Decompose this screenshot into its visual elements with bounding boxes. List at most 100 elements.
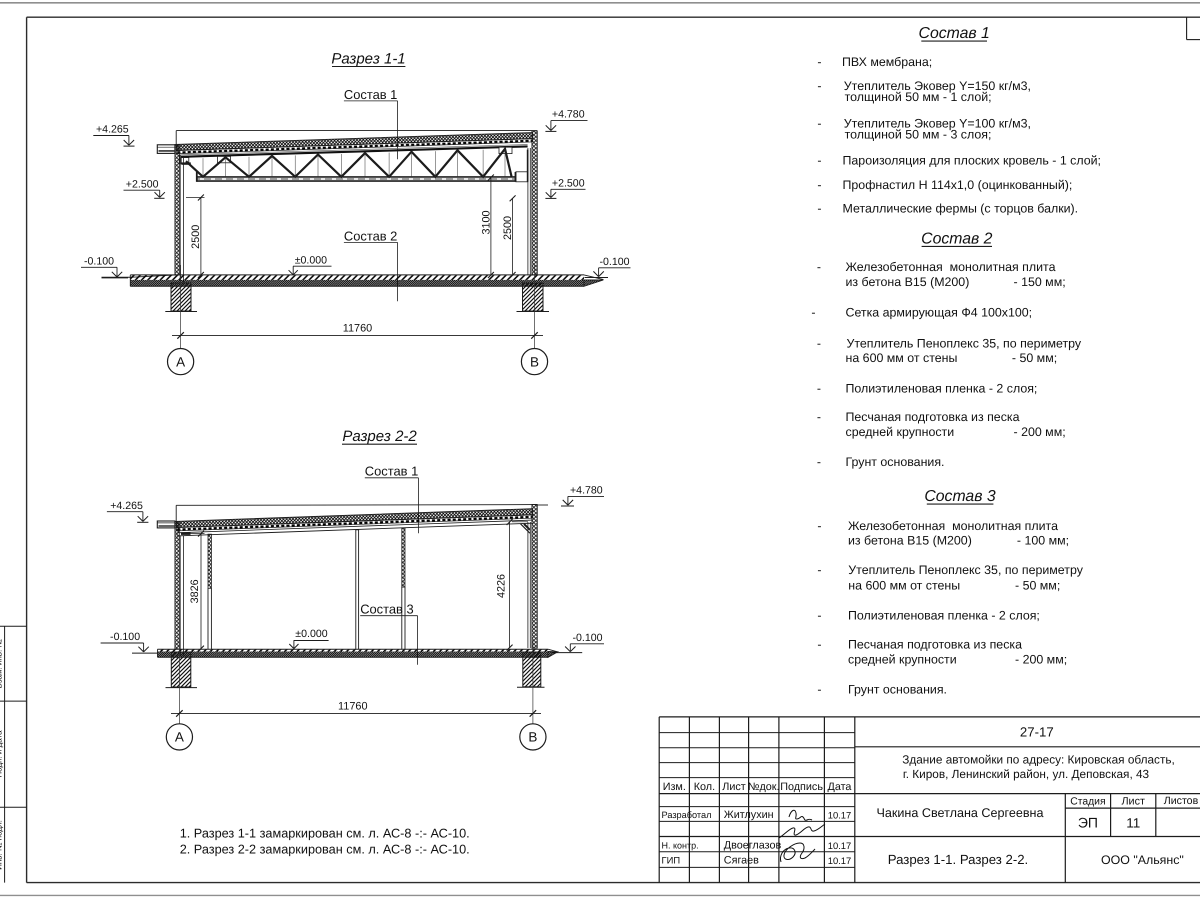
svg-text:4226: 4226 [495, 574, 507, 598]
svg-text:средней крупности: средней крупности [848, 652, 957, 666]
svg-text:-: - [817, 382, 821, 396]
svg-text:Кол.: Кол. [694, 781, 715, 793]
svg-text:-: - [817, 637, 821, 651]
svg-text:Лист: Лист [722, 781, 746, 793]
svg-text:Утеплитель Пеноплекс 35, по пе: Утеплитель Пеноплекс 35, по периметру [847, 336, 1082, 350]
svg-text:Житлухин: Житлухин [724, 809, 774, 821]
svg-text:-: - [817, 608, 821, 622]
svg-text:Разрез 2-2: Разрез 2-2 [342, 428, 417, 445]
svg-text:-: - [817, 336, 821, 350]
svg-text:Подп. и дата: Подп. и дата [0, 730, 4, 778]
svg-text:Н. контр.: Н. контр. [662, 840, 699, 850]
svg-text:+4.265: +4.265 [110, 500, 143, 512]
svg-text:толщиной 50 мм - 3 слоя;: толщиной 50 мм - 3 слоя; [845, 128, 992, 142]
svg-text:А: А [175, 730, 184, 745]
svg-text:Листов: Листов [1164, 795, 1199, 807]
svg-text:В: В [530, 354, 539, 369]
svg-text:-0.100: -0.100 [600, 256, 630, 268]
svg-text:Профнастил Н 114х1,0 (оцинкова: Профнастил Н 114х1,0 (оцинкованный); [843, 178, 1073, 192]
svg-text:- 200 мм;: - 200 мм; [1014, 425, 1066, 439]
svg-text:ЭП: ЭП [1078, 814, 1098, 830]
svg-text:Состав 1: Состав 1 [365, 464, 418, 479]
svg-text:Песчаная подготовка из песка: Песчаная подготовка из песка [848, 637, 1022, 651]
svg-text:Разрез 1-1. Разрез 2-2.: Разрез 1-1. Разрез 2-2. [888, 852, 1028, 867]
svg-text:-: - [817, 178, 821, 192]
svg-text:- 150 мм;: - 150 мм; [1014, 275, 1066, 289]
svg-text:-: - [817, 563, 821, 577]
svg-text:Состав 1: Состав 1 [344, 87, 397, 102]
svg-text:Металлические фермы (с торцов: Металлические фермы (с торцов балки). [843, 202, 1079, 216]
svg-text:2500: 2500 [502, 216, 514, 240]
svg-text:Полиэтиленовая пленка - 2 слоя: Полиэтиленовая пленка - 2 слоя; [846, 382, 1038, 396]
svg-text:Изм.: Изм. [663, 781, 686, 793]
svg-text:Песчаная подготовка из песка: Песчаная подготовка из песка [846, 410, 1020, 424]
svg-text:Сягаев: Сягаев [724, 855, 759, 867]
svg-text:Полиэтиленовая пленка - 2 слоя: Полиэтиленовая пленка - 2 слоя; [848, 608, 1040, 622]
svg-text:10.17: 10.17 [828, 809, 851, 820]
svg-text:№док.: №док. [748, 781, 780, 793]
svg-text:ООО "Альянс": ООО "Альянс" [1101, 853, 1184, 867]
svg-text:11: 11 [1126, 816, 1140, 831]
svg-text:Утеплитель Эковер Y=150 кг/м3,: Утеплитель Эковер Y=150 кг/м3, [844, 79, 1031, 93]
svg-text:3100: 3100 [480, 210, 492, 234]
svg-text:Разработал: Разработал [662, 810, 712, 820]
svg-text:+2.500: +2.500 [552, 177, 585, 189]
svg-text:толщиной 50 мм - 1 слой;: толщиной 50 мм - 1 слой; [845, 90, 992, 104]
svg-text:- 50 мм;: - 50 мм; [1012, 351, 1057, 365]
svg-text:из бетона В15 (М200): из бетона В15 (М200) [848, 533, 972, 547]
svg-text:-: - [817, 116, 821, 130]
svg-text:-0.100: -0.100 [110, 631, 140, 643]
svg-text:Сетка армирующая Ф4 100х100;: Сетка армирующая Ф4 100х100; [846, 306, 1033, 320]
svg-text:Утеплитель Пеноплекс 35, по пе: Утеплитель Пеноплекс 35, по периметру [848, 563, 1083, 577]
svg-text:-: - [817, 79, 821, 93]
svg-text:Железобетонная монолитная пли: Железобетонная монолитная плита [846, 260, 1056, 274]
svg-text:+2.500: +2.500 [126, 178, 159, 190]
svg-text:- 100 мм;: - 100 мм; [1017, 533, 1069, 547]
svg-text:Состав 2: Состав 2 [344, 228, 397, 243]
svg-text:ПВХ мембрана;: ПВХ мембрана; [842, 55, 932, 69]
svg-text:Подпись: Подпись [780, 781, 823, 793]
svg-text:2500: 2500 [190, 225, 202, 249]
svg-text:Взам. инв. №: Взам. инв. № [0, 639, 4, 689]
svg-text:г. Киров, Ленинский район, ул.: г. Киров, Ленинский район, ул. Деповская… [903, 767, 1150, 781]
svg-text:Состав 3: Состав 3 [360, 602, 413, 617]
svg-text:- 200 мм;: - 200 мм; [1015, 652, 1067, 666]
svg-text:Здание автомойки по адресу: Ки: Здание автомойки по адресу: Кировская об… [902, 753, 1175, 767]
svg-text:+4.780: +4.780 [552, 109, 585, 121]
svg-text:из бетона В15 (М200): из бетона В15 (М200) [846, 275, 970, 289]
svg-text:27-17: 27-17 [1020, 725, 1054, 740]
svg-text:-0.100: -0.100 [84, 255, 114, 267]
svg-text:Стадия: Стадия [1070, 797, 1105, 808]
svg-text:-: - [817, 519, 821, 533]
svg-text:-: - [817, 202, 821, 216]
svg-text:Состав 2: Состав 2 [921, 230, 992, 247]
svg-text:на 600 мм от стены: на 600 мм от стены [848, 578, 960, 592]
svg-text:±0.000: ±0.000 [295, 254, 327, 266]
svg-text:Лист: Лист [1121, 796, 1145, 808]
svg-text:Инв. № подл.: Инв. № подл. [0, 820, 4, 870]
svg-text:11760: 11760 [338, 701, 367, 713]
svg-text:-: - [817, 55, 821, 69]
svg-text:-: - [817, 410, 821, 424]
svg-text:2. Разрез 2-2 замаркирован см.: 2. Разрез 2-2 замаркирован см. л. АС-8 -… [180, 842, 470, 856]
svg-text:В: В [528, 730, 537, 745]
svg-text:10.17: 10.17 [828, 840, 851, 851]
svg-text:Состав 1: Состав 1 [919, 25, 990, 42]
svg-text:- 50 мм;: - 50 мм; [1015, 578, 1060, 592]
svg-text:ГИП: ГИП [662, 855, 681, 866]
svg-text:Двоеглазов: Двоеглазов [724, 839, 782, 851]
svg-text:Железобетонная монолитная пли: Железобетонная монолитная плита [848, 519, 1058, 533]
svg-text:Пароизоляция для плоских крове: Пароизоляция для плоских кровель - 1 сло… [843, 153, 1102, 167]
svg-text:11760: 11760 [343, 323, 372, 335]
svg-text:А: А [176, 354, 185, 369]
svg-text:3826: 3826 [189, 579, 201, 603]
svg-text:Чакина Светлана Сергеевна: Чакина Светлана Сергеевна [876, 806, 1043, 820]
svg-text:+4.265: +4.265 [96, 124, 129, 136]
svg-text:на 600 мм от стены: на 600 мм от стены [846, 351, 958, 365]
svg-text:Грунт основания.: Грунт основания. [846, 455, 945, 469]
svg-text:Утеплитель Эковер Y=100 кг/м3,: Утеплитель Эковер Y=100 кг/м3, [844, 116, 1031, 130]
svg-text:Грунт основания.: Грунт основания. [848, 682, 947, 696]
svg-text:-: - [817, 260, 821, 274]
svg-text:Дата: Дата [828, 781, 852, 793]
svg-text:10.17: 10.17 [828, 855, 851, 866]
